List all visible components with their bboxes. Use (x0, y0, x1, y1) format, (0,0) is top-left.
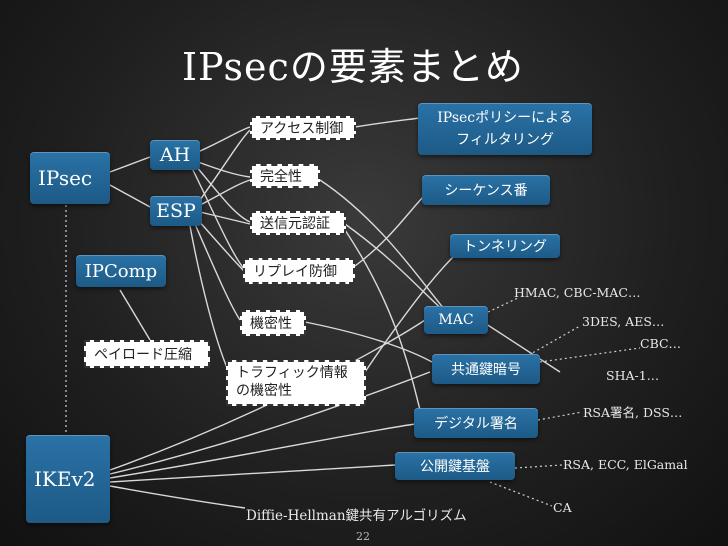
node-policy-filtering: IPsecポリシーによる フィルタリング (418, 103, 592, 155)
node-ipsec: IPsec (30, 152, 110, 204)
connector-traffic-tunnel (364, 254, 456, 373)
connector-origin-signature (344, 229, 421, 411)
algo-dh: Diffie-Hellman鍵共有アルゴリズム (246, 508, 467, 524)
feature-confidentiality-label: 機密性 (250, 316, 292, 332)
connector-esp-access (199, 129, 251, 201)
feature-origin-auth-label: 送信元認証 (260, 216, 330, 232)
node-tunneling: トンネリング (450, 234, 560, 258)
connector-ikev2-pki (109, 464, 396, 483)
connector-ah-access (197, 126, 251, 153)
feature-replay-protection-label: リプレイ防御 (253, 264, 337, 280)
connector-ah-origin (195, 165, 251, 223)
connector-ikev2-crypto (109, 371, 431, 475)
node-ikev2-label: IKEv2 (34, 467, 96, 491)
connector-esp-integrity (199, 179, 251, 206)
node-symmetric-crypto-label: 共通鍵暗号 (451, 362, 521, 378)
node-digital-signature: デジタル署名 (414, 408, 538, 438)
node-esp-label: ESP (156, 200, 196, 222)
feature-traffic-line2: の機密性 (236, 383, 292, 399)
connector-esp-origin (199, 211, 251, 225)
connector-ikev2-dh (109, 485, 246, 509)
node-ikev2: IKEv2 (26, 435, 110, 523)
feature-integrity-label: 完全性 (260, 169, 302, 185)
connector-origin-mac (344, 223, 446, 313)
node-ah-label: AH (159, 144, 191, 166)
algo-ca: CA (553, 500, 572, 515)
node-esp: ESP (150, 196, 202, 226)
connector-ah-integrity (197, 161, 251, 178)
node-mac: MAC (424, 306, 488, 334)
dotted-mac-hmac (487, 297, 519, 313)
node-sequence-number-label: シーケンス番 (444, 183, 528, 199)
dotted-signature-rsa (537, 411, 583, 421)
node-public-key-infra: 公開鍵基盤 (395, 452, 515, 480)
connector-ipsec-ah (109, 156, 151, 173)
feature-payload-compression: ペイロード圧縮 (84, 340, 210, 368)
connector-replay-sequence (354, 194, 426, 267)
page-number: 22 (356, 530, 370, 543)
feature-confidentiality: 機密性 (240, 310, 306, 336)
algo-hmac: HMAC, CBC-MAC… (514, 285, 641, 300)
feature-traffic-line1: トラフィック情報 (236, 365, 348, 381)
feature-payload-compression-label: ペイロード圧縮 (94, 347, 192, 363)
slide-title: IPsecの要素まとめ (182, 45, 524, 89)
dotted-pki-ca (489, 481, 553, 507)
connector-esp-replay (197, 219, 246, 273)
feature-origin-auth: 送信元認証 (250, 211, 346, 235)
connector-mac-crypto (479, 319, 561, 373)
connector-esp-confidentiality (194, 223, 241, 321)
node-symmetric-crypto: 共通鍵暗号 (432, 354, 540, 384)
dotted-crypto-cbc (539, 347, 641, 363)
connector-ikev2-signature (109, 423, 416, 479)
node-ipcomp: IPComp (76, 255, 166, 287)
feature-traffic-confidentiality: トラフィック情報 の機密性 (226, 360, 366, 406)
node-ipsec-label: IPsec (38, 166, 93, 190)
algo-sha: SHA-1… (606, 368, 660, 383)
algo-rsa-ecc: RSA, ECC, ElGamal (563, 457, 688, 472)
node-tunneling-label: トンネリング (463, 239, 547, 255)
connector-ipcomp-payload (119, 289, 151, 341)
dotted-pki-rsaecc (514, 464, 563, 469)
algo-aes: 3DES, AES… (582, 314, 665, 329)
connector-ah-replay (191, 167, 246, 271)
node-digital-signature-label: デジタル署名 (434, 416, 518, 432)
feature-access-control-label: アクセス制御 (260, 121, 344, 137)
node-sequence-number: シーケンス番 (422, 175, 550, 205)
connector-access-policy (354, 117, 421, 128)
policy-filtering-line2: フィルタリング (456, 132, 554, 148)
connector-esp-traffic (189, 225, 229, 371)
node-mac-label: MAC (438, 312, 474, 328)
feature-replay-protection: リプレイ防御 (243, 258, 355, 284)
node-public-key-infra-label: 公開鍵基盤 (420, 459, 490, 475)
connector-integrity-mac (319, 179, 446, 311)
node-ipcomp-label: IPComp (84, 260, 158, 282)
feature-access-control: アクセス制御 (250, 116, 356, 140)
feature-integrity: 完全性 (250, 164, 320, 188)
connector-ipsec-esp (109, 184, 151, 208)
node-ah: AH (150, 140, 200, 170)
policy-filtering-line1: IPsecポリシーによる (437, 110, 573, 126)
algo-cbc: CBC… (640, 336, 682, 351)
algo-rsa-dss: RSA署名, DSS… (583, 405, 683, 420)
